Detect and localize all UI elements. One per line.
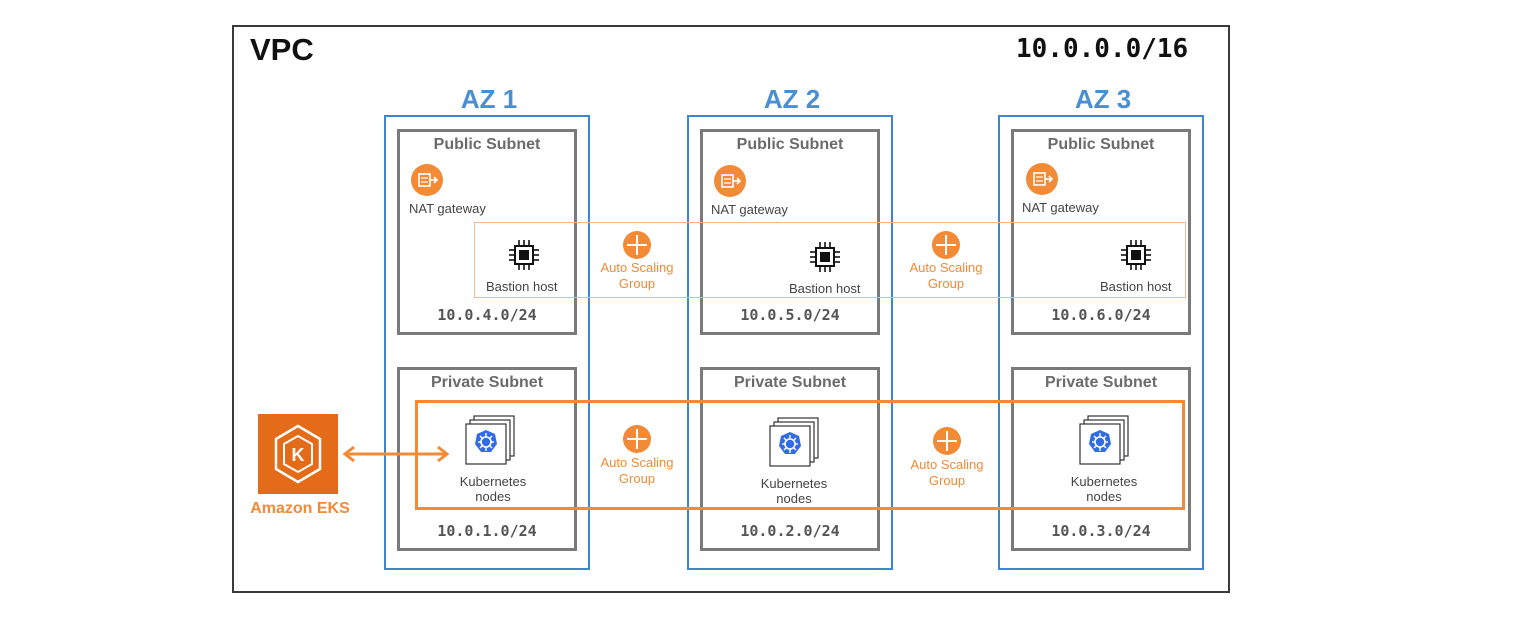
public-subnet-title: Public Subnet <box>433 136 541 153</box>
kubernetes-nodes-label: Kubernetes nodes <box>739 476 849 506</box>
chip-icon <box>509 240 539 270</box>
bastion-host-label: Bastion host <box>486 279 558 294</box>
az2-private-subnet: Private Subnet 10.0.2.0/24 <box>700 367 880 551</box>
kubernetes-nodes-label: Kubernetes nodes <box>1049 474 1159 504</box>
public-subnet-title: Public Subnet <box>736 136 844 153</box>
public-subnet-cidr: 10.0.5.0/24 <box>740 306 840 324</box>
az3-private-subnet: Private Subnet 10.0.3.0/24 <box>1011 367 1191 551</box>
public-subnet-title: Public Subnet <box>1047 136 1155 153</box>
k8s-label-line2: nodes <box>475 489 511 504</box>
private-subnet-cidr: 10.0.1.0/24 <box>437 522 537 540</box>
bastion-host-label: Bastion host <box>789 281 861 296</box>
az1-public-subnet: Public Subnet 10.0.4.0/24 <box>397 129 577 335</box>
az1-box <box>384 115 590 570</box>
public-subnet-cidr: 10.0.4.0/24 <box>437 306 537 324</box>
private-subnet-title: Private Subnet <box>1044 374 1158 391</box>
k8s-label-line1: Kubernetes <box>459 474 527 489</box>
asg-label-line2: Group <box>618 471 656 486</box>
k8s-label-line1: Kubernetes <box>1070 474 1138 489</box>
vpc-cidr: 10.0.0.0/16 <box>1016 34 1189 64</box>
az3-label: AZ 3 <box>1074 84 1132 114</box>
vpc-box <box>232 25 1230 593</box>
az2-public-subnet: Public Subnet 10.0.5.0/24 <box>700 129 880 335</box>
k8s-label-line2: nodes <box>776 491 812 506</box>
auto-scaling-icon <box>932 231 960 259</box>
az3-box <box>998 115 1204 570</box>
az1-label: AZ 1 <box>460 84 518 114</box>
asg-label-line1: Auto Scaling <box>909 260 983 275</box>
az2-label: AZ 2 <box>763 84 821 114</box>
kubernetes-nodes-label: Kubernetes nodes <box>438 474 548 504</box>
asg-label-line1: Auto Scaling <box>910 457 984 472</box>
asg-label-line1: Auto Scaling <box>600 260 674 275</box>
auto-scaling-icon <box>623 425 651 453</box>
auto-scaling-icon <box>623 231 651 259</box>
private-subnet-title: Private Subnet <box>733 374 847 391</box>
kubernetes-nodes-icon <box>1079 415 1129 465</box>
amazon-eks-label: Amazon EKS <box>250 500 350 517</box>
asg-label-line2: Group <box>618 276 656 291</box>
asg-label-line2: Group <box>927 276 965 291</box>
private-subnet-cidr: 10.0.3.0/24 <box>1051 522 1151 540</box>
svg-text:K: K <box>292 445 305 465</box>
nat-gateway-icon <box>1026 163 1058 195</box>
chip-icon <box>810 242 840 272</box>
asg-label: Auto Scaling Group <box>897 457 997 489</box>
bidirectional-arrow <box>342 445 450 463</box>
k8s-label-line2: nodes <box>1086 489 1122 504</box>
asg-label-line2: Group <box>928 473 966 488</box>
az2-box <box>687 115 893 570</box>
auto-scaling-icon <box>933 427 961 455</box>
chip-icon <box>1121 240 1151 270</box>
public-subnet-cidr: 10.0.6.0/24 <box>1051 306 1151 324</box>
nat-gateway-label: NAT gateway <box>409 201 486 216</box>
bastion-host-label: Bastion host <box>1100 279 1172 294</box>
az3-public-subnet: Public Subnet 10.0.6.0/24 <box>1011 129 1191 335</box>
vpc-label: VPC <box>250 32 314 67</box>
public-asg-boundary <box>474 222 1186 298</box>
nat-gateway-icon <box>714 165 746 197</box>
nat-gateway-icon <box>411 164 443 196</box>
amazon-eks-icon: K <box>258 414 338 494</box>
private-subnet-title: Private Subnet <box>430 374 544 391</box>
nat-gateway-label: NAT gateway <box>711 202 788 217</box>
az1-private-subnet: Private Subnet 10.0.1.0/24 <box>397 367 577 551</box>
asg-label: Auto Scaling Group <box>587 455 687 487</box>
asg-label-line1: Auto Scaling <box>600 455 674 470</box>
asg-label: Auto Scaling Group <box>896 260 996 292</box>
kubernetes-nodes-icon <box>769 417 819 467</box>
private-subnet-cidr: 10.0.2.0/24 <box>740 522 840 540</box>
kubernetes-nodes-icon <box>465 415 515 465</box>
asg-label: Auto Scaling Group <box>587 260 687 292</box>
nat-gateway-label: NAT gateway <box>1022 200 1099 215</box>
k8s-label-line1: Kubernetes <box>760 476 828 491</box>
